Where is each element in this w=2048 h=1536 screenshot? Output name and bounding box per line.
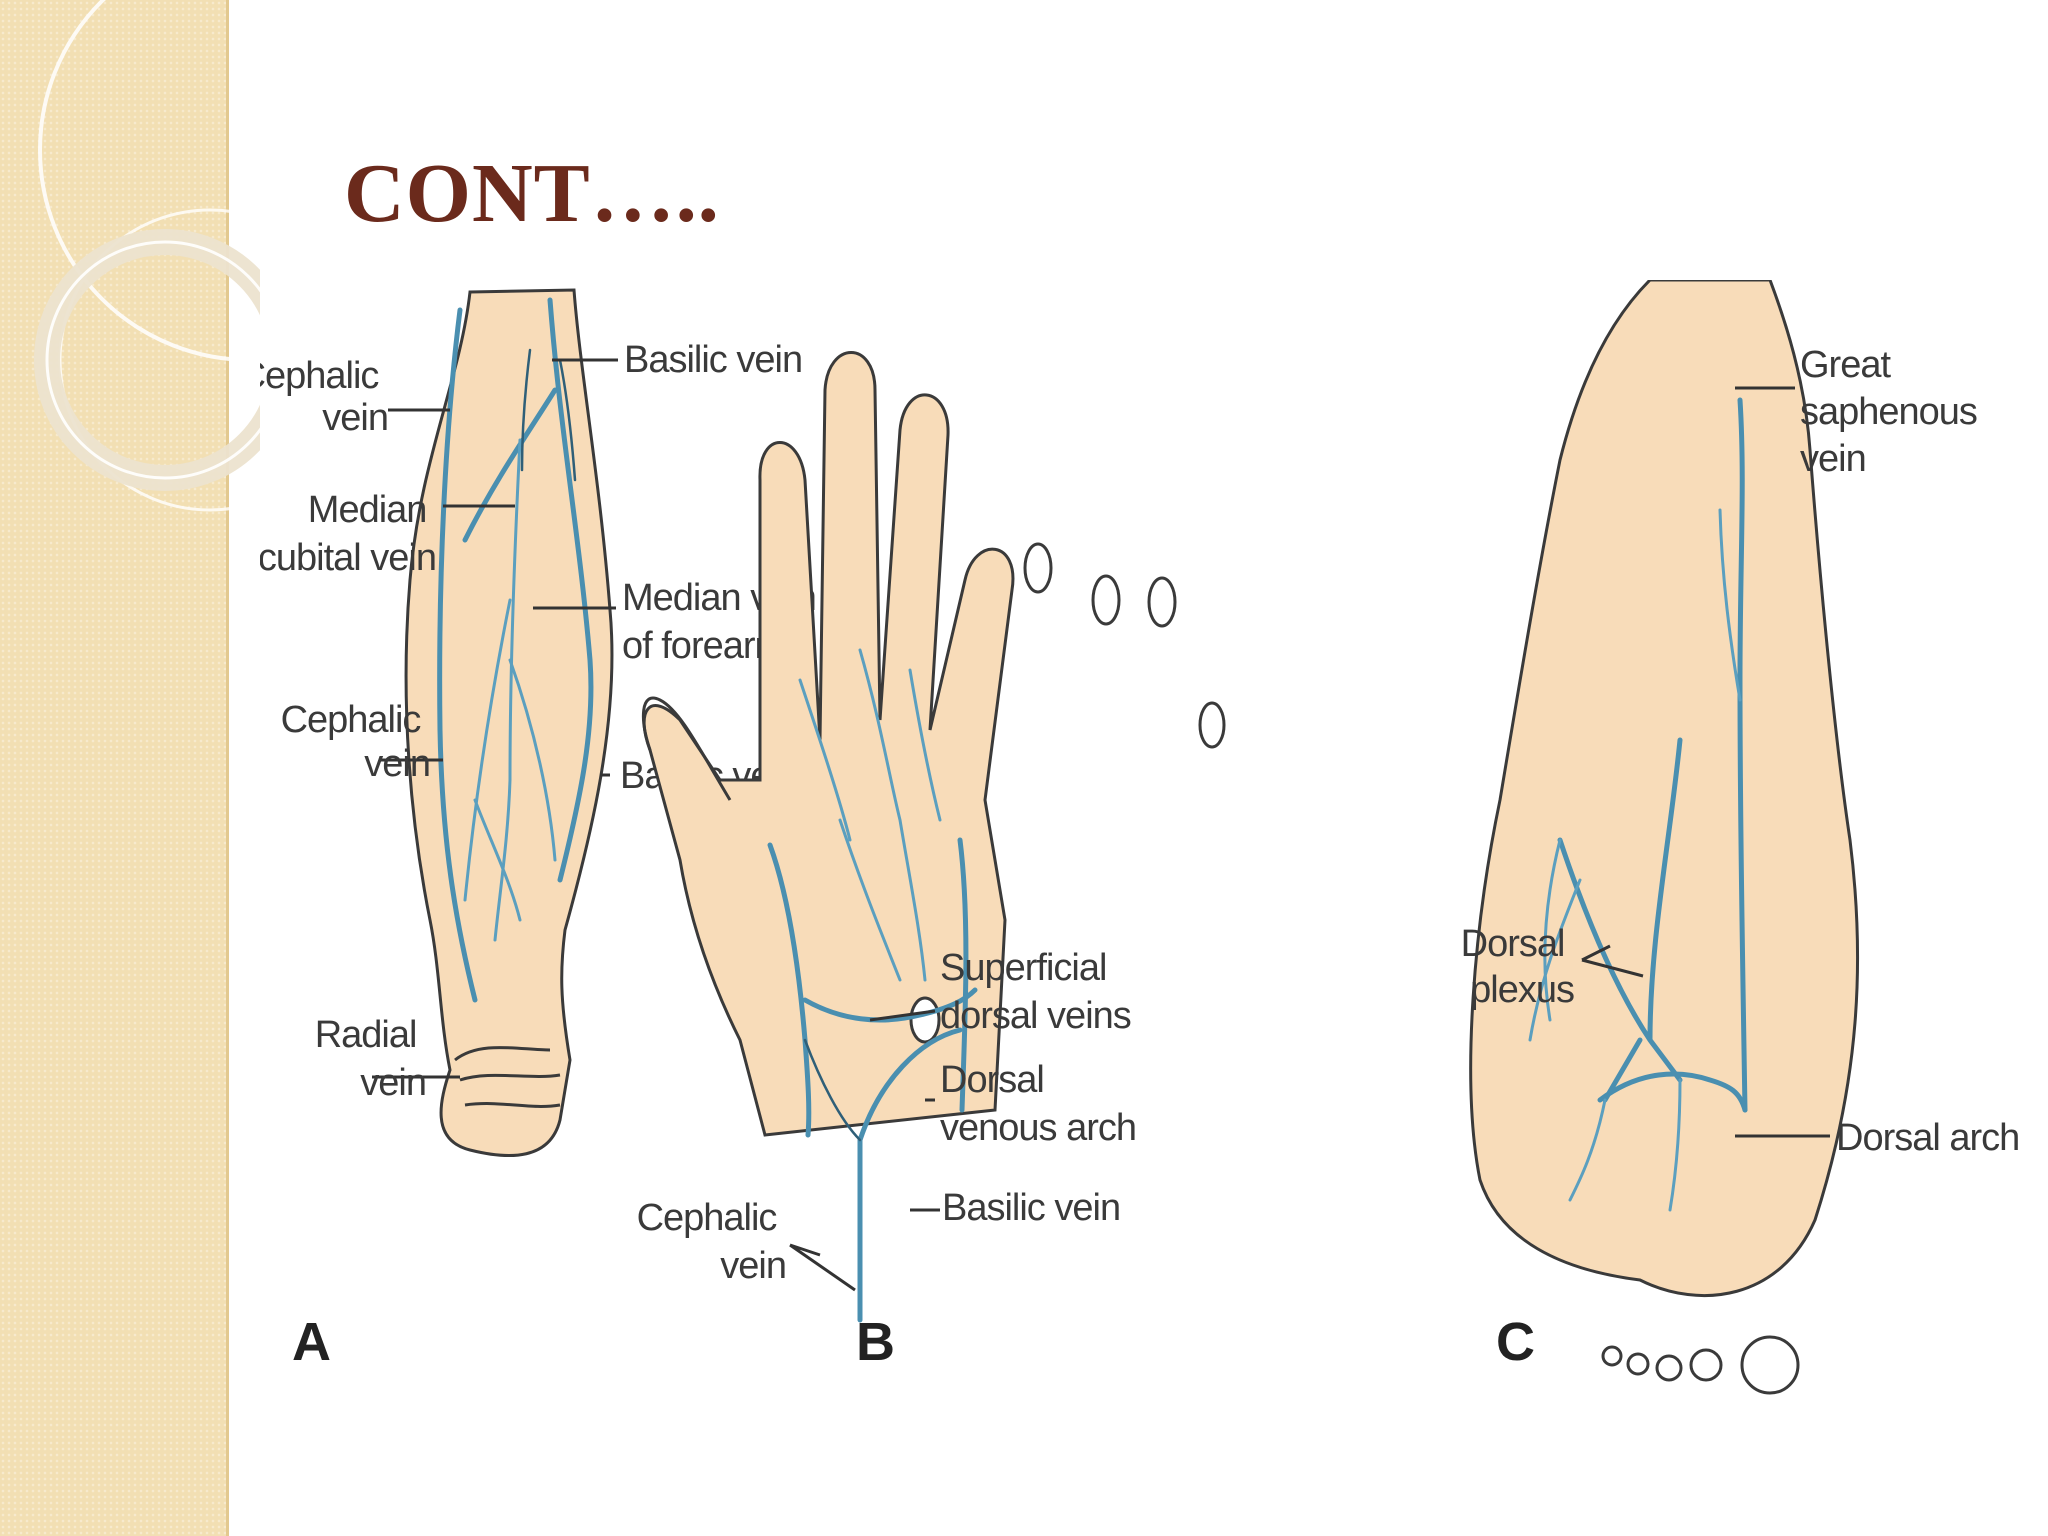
- panel-letter-c: C: [1496, 1312, 1535, 1372]
- label-great-saphenous-vein: Great saphenous vein: [1800, 344, 1987, 480]
- label-dorsal-plexus: Dorsal plexus: [1461, 923, 1574, 1011]
- hand-superficial-dorsal-veins: [798, 648, 942, 982]
- forearm-median-vein: [493, 438, 522, 942]
- forearm-vein-branch: [463, 598, 557, 922]
- forearm-basilic-vein: [547, 297, 594, 883]
- decorative-rings: [34, 0, 260, 512]
- hand-central-trunk: [857, 1027, 963, 1323]
- label-cephalic-vein-hand: Cephalic vein: [637, 1197, 786, 1287]
- foot-illustration: [1469, 280, 1860, 1297]
- panel-letter-a: A: [292, 1312, 331, 1372]
- leader-line: [789, 1243, 856, 1292]
- leader-line: [1581, 944, 1644, 978]
- hand-cephalic-vein: [767, 842, 812, 1138]
- label-superficial-dorsal-veins: Superficial dorsal veins: [940, 947, 1131, 1037]
- label-median-cubital-vein: Median cubital vein: [260, 489, 436, 579]
- label-dorsal-arch: Dorsal arch: [1836, 1117, 2019, 1159]
- vein-anatomy-figure: Cephalic vein Basilic vein Median cubita…: [260, 280, 2020, 1395]
- thumbnail-icon: [909, 996, 941, 1044]
- foot-vein-branch: [1528, 508, 1742, 1212]
- label-basilic-vein-hand: Basilic vein: [942, 1187, 1120, 1229]
- toenail-icon: [1655, 1354, 1683, 1382]
- slide-title: CONT…..: [344, 147, 720, 240]
- big-toenail-icon: [1740, 1335, 1800, 1395]
- fingernail-icon: [1198, 701, 1226, 749]
- hand-dorsal-venous-arch: [802, 987, 978, 1023]
- fingernail-icon: [1147, 576, 1177, 628]
- toenail-icon: [1626, 1352, 1650, 1376]
- panel-c-foot: Great saphenous vein Dorsal plexus Dorsa…: [1461, 280, 2020, 1395]
- thumb-outline-icon: [641, 696, 732, 801]
- fingernail-icon: [1023, 542, 1053, 594]
- label-cephalic-vein-upper: Cephalic vein: [260, 355, 388, 439]
- label-basilic-vein-upper: Basilic vein: [624, 339, 802, 381]
- fingernail-icon: [1091, 574, 1121, 626]
- forearm-vein-outline: [520, 348, 577, 482]
- hand-vein-outline: [803, 1038, 862, 1142]
- hand-basilic-vein: [957, 837, 969, 1113]
- label-cephalic-vein-lower: Cephalic vein: [281, 699, 430, 785]
- toenail-icon: [1601, 1345, 1623, 1367]
- forearm-cephalic-vein: [437, 307, 478, 1003]
- fist-outline-icon: [454, 1046, 561, 1108]
- foot-dorsal-arch: [1597, 1071, 1748, 1113]
- panel-letter-b: B: [856, 1312, 895, 1372]
- label-dorsal-venous-arch: Dorsal venous arch: [940, 1059, 1136, 1149]
- forearm-median-cubital-vein: [462, 387, 558, 543]
- toenail-icon: [1689, 1348, 1723, 1382]
- panel-b-hand: Superficial dorsal veins Dorsal venous a…: [637, 351, 1226, 1372]
- leader-line: [869, 1009, 936, 1022]
- foot-dorsal-plexus: [1557, 737, 1683, 1103]
- sidebar-divider: [226, 0, 229, 1536]
- label-radial-vein: Radial vein: [315, 1014, 426, 1104]
